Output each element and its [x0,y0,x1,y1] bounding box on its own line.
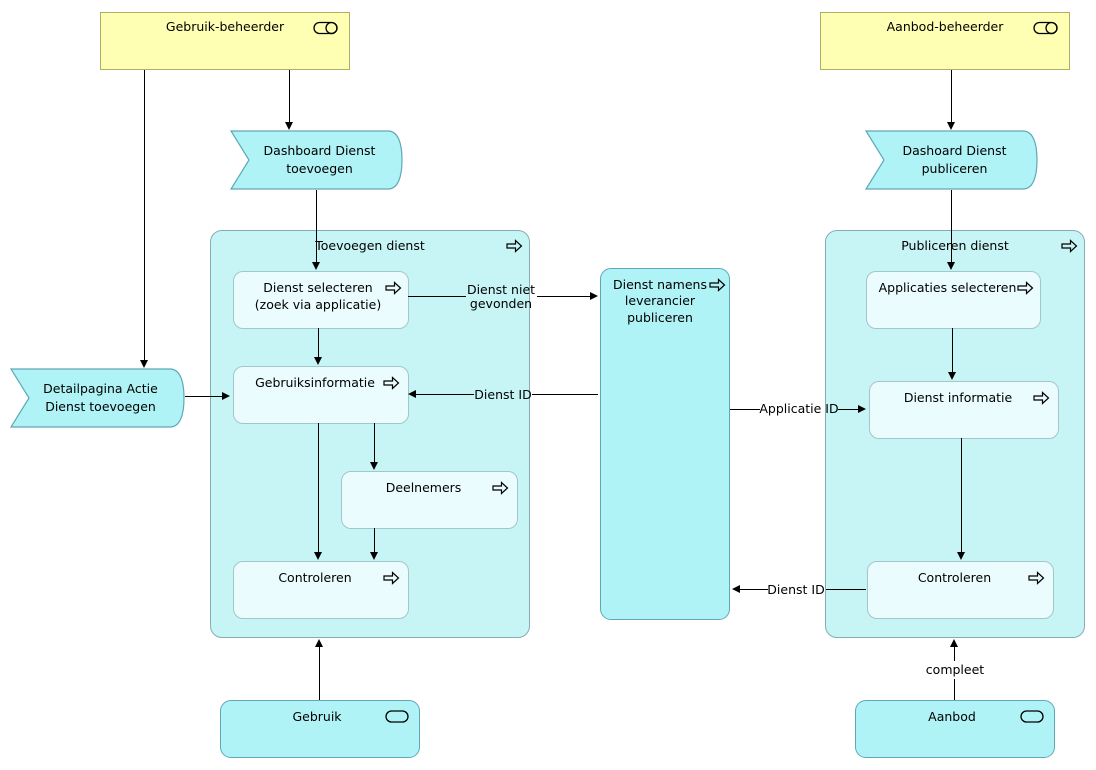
service-gebruik[interactable]: Gebruik [220,700,420,758]
arrowhead [947,262,955,270]
process-dienst-selecteren[interactable]: Dienst selecteren (zoek via applicatie) [233,271,409,329]
actor-gebruik-beheerder[interactable]: Gebruik-beheerder [100,12,350,70]
process-icon [383,571,400,585]
connector-gebruiksinformatie-to-deelnemers [374,423,376,463]
process-icon [383,376,400,390]
connector-label-dienst-niet-gevonden: Dienst niet gevonden [466,282,536,312]
process-label: Deelnemers [385,480,462,495]
process-label: Applicaties selecteren [878,280,1017,295]
process-label: Dienst selecteren (zoek via applicatie) [254,280,382,312]
connector-dashoard-to-applicaties [951,190,953,263]
connector-dienst-niet-gevonden [408,296,466,298]
service-label: Gebruik [292,709,342,724]
process-controleren-links[interactable]: Controleren [233,561,409,619]
actor-aanbod-beheerder[interactable]: Aanbod-beheerder [820,12,1070,70]
arrowhead [590,292,598,300]
connector-aanbod-to-publiceren-dienst [954,647,956,661]
process-icon [709,278,726,292]
role-icon [1033,21,1058,35]
flag-shape [230,130,403,190]
event-label: Dashoard Dienst publiceren [902,142,1007,176]
arrowhead [408,390,416,398]
process-label: Controleren [917,570,992,585]
connector-label-applicatie-id: Applicatie ID [759,401,839,416]
arrowhead [732,585,740,593]
process-label: Controleren [278,570,352,585]
arrowhead [285,122,293,130]
event-dashboard-dienst-toevoegen[interactable]: Dashboard Dienst toevoegen [230,130,403,190]
connector-dienst-id-boven [414,394,474,396]
arrowhead [370,552,378,560]
event-label: Dashboard Dienst toevoegen [263,142,376,176]
connector-selecteren-to-gebruiksinformatie [318,328,320,358]
arrowhead [950,639,958,647]
actor-label: Gebruik-beheerder [165,19,285,34]
connector-detailpagina-to-gebruiksinformatie [185,396,223,398]
process-label: Dienst informatie [903,390,1013,405]
process-icon [1028,571,1045,585]
arrowhead [948,372,956,380]
connector-label-compleet: compleet [925,662,985,677]
process-icon [492,481,509,495]
connector-dienst-niet-gevonden [537,296,590,298]
role-icon [313,21,338,35]
connector-dienst-informatie-to-controleren [961,438,963,553]
connector-dienst-id-boven [532,394,598,396]
connector-label-dienst-id-onder: Dienst ID [767,582,825,597]
connector-aanbod-to-publiceren-dienst [954,679,956,700]
arrowhead [312,262,320,270]
group-title: Publiceren dienst [901,238,1009,253]
service-aanbod[interactable]: Aanbod [855,700,1055,758]
service-icon [385,710,409,723]
process-group-toevoegen-dienst[interactable]: Toevoegen dienst Dienst selecteren (zoek… [210,230,530,638]
process-group-publiceren-dienst[interactable]: Publiceren dienst Applicaties selecteren… [825,230,1085,638]
process-dienst-namens-leverancier[interactable]: Dienst namens leverancier publiceren [600,268,730,620]
arrowhead [858,405,866,413]
flag-shape [865,130,1038,190]
connector-dienst-id-onder [826,589,866,591]
process-icon [1061,239,1078,253]
process-deelnemers[interactable]: Deelnemers [341,471,518,529]
process-applicaties-selecteren[interactable]: Applicaties selecteren [866,271,1041,329]
connector-actor1-to-detailpagina [144,70,146,361]
process-controleren-rechts[interactable]: Controleren [867,561,1054,619]
flag-shape [10,368,185,428]
arrowhead [370,462,378,470]
process-label: Dienst namens leverancier publiceren [613,277,707,325]
process-icon [385,281,402,295]
connector-actor1-to-dashboard [289,70,291,123]
service-icon [1020,710,1044,723]
arrowhead [314,552,322,560]
connector-gebruiksinformatie-to-controleren [318,423,320,553]
arrowhead [222,392,230,400]
connector-gebruik-to-toevoegen-dienst [319,647,321,700]
event-label: Detailpagina Actie Dienst toevoegen [43,380,158,414]
connector-applicatie-id [838,409,860,411]
connector-applicaties-to-dienst-informatie [952,328,954,373]
connector-dienst-id-onder [740,589,768,591]
connector-dashboard-to-dienst-selecteren [316,190,318,263]
process-icon [1033,391,1050,405]
connector-actor2-to-dashoard [951,70,953,123]
arrowhead [315,639,323,647]
arrowhead [947,122,955,130]
service-label: Aanbod [928,709,976,724]
process-icon [1017,281,1034,295]
process-dienst-informatie[interactable]: Dienst informatie [869,381,1059,439]
arrowhead [140,360,148,368]
event-dashoard-dienst-publiceren[interactable]: Dashoard Dienst publiceren [865,130,1038,190]
process-label: Gebruiksinformatie [255,375,375,390]
arrowhead [957,552,965,560]
arrowhead [314,357,322,365]
process-icon [506,239,523,253]
group-title: Toevoegen dienst [315,238,425,253]
connector-applicatie-id [730,409,760,411]
connector-label-dienst-id-boven: Dienst ID [474,387,532,402]
process-gebruiksinformatie[interactable]: Gebruiksinformatie [233,366,409,424]
event-detailpagina-actie-dienst-toevoegen[interactable]: Detailpagina Actie Dienst toevoegen [10,368,185,428]
actor-label: Aanbod-beheerder [886,19,1004,34]
connector-deelnemers-to-controleren [374,528,376,553]
